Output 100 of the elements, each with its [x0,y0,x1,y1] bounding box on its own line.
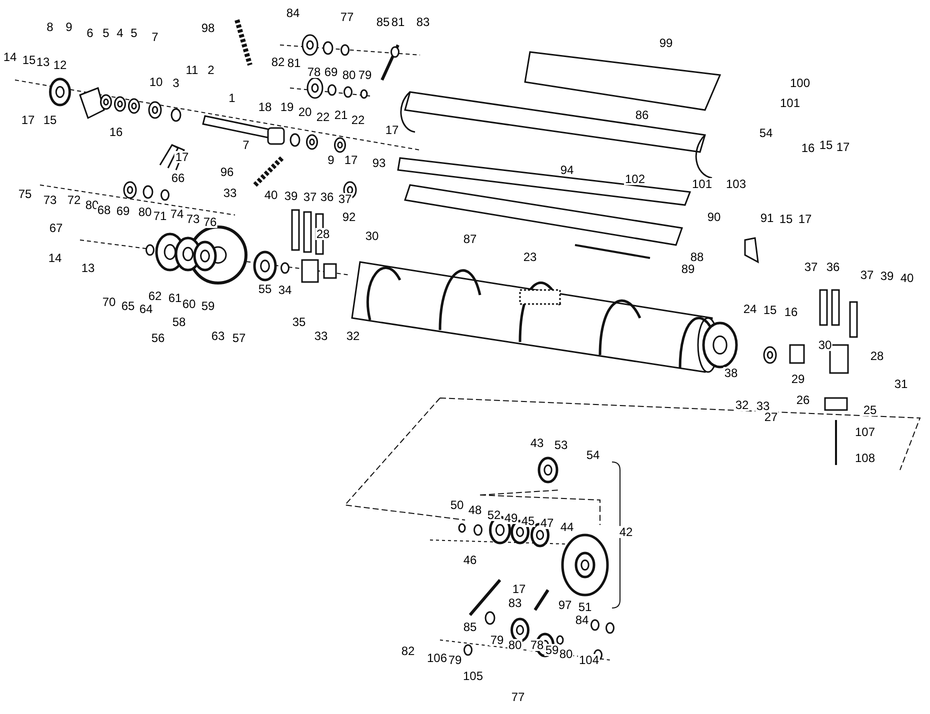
callout-number: 15 [818,139,834,151]
callout-number: 60 [181,298,197,310]
callout-number: 6 [86,27,94,39]
callout-number: 17 [797,213,813,225]
callout-number: 81 [390,16,406,28]
callout-number: 89 [680,263,696,275]
callout-number: 85 [375,16,391,28]
callout-number: 22 [315,111,331,123]
callout-number: 19 [279,101,295,113]
callout-number: 15 [42,114,58,126]
callout-number: 5 [130,27,138,39]
callout-number: 67 [48,222,64,234]
callout-number: 72 [66,194,82,206]
callout-number: 32 [345,330,361,342]
callout-number: 33 [313,330,329,342]
callout-number: 63 [210,330,226,342]
callout-number: 34 [277,284,293,296]
callout-number: 17 [343,154,359,166]
callout-number: 42 [618,526,634,538]
callout-number: 52 [486,509,502,521]
callout-number: 17 [511,583,527,595]
callout-number: 58 [171,316,187,328]
callout-number: 50 [449,499,465,511]
callout-number: 82 [400,645,416,657]
callout-number: 4 [116,27,124,39]
callout-number: 108 [854,452,876,464]
callout-number: 83 [415,16,431,28]
callout-number: 84 [285,7,301,19]
callout-number: 99 [658,37,674,49]
callout-number: 92 [341,211,357,223]
callout-number: 83 [507,597,523,609]
callout-number: 28 [315,228,331,240]
callout-number: 81 [286,57,302,69]
callout-number: 8 [46,21,54,33]
callout-number: 1 [228,92,236,104]
callout-number: 46 [462,554,478,566]
callout-number: 37 [803,261,819,273]
callout-number: 56 [150,332,166,344]
callout-number: 105 [462,670,484,682]
callout-number: 5 [102,27,110,39]
callout-number: 18 [257,101,273,113]
callout-number: 9 [326,154,336,166]
callout-number: 48 [467,504,483,516]
callout-number: 78 [529,639,545,651]
callout-number: 85 [462,621,478,633]
callout-number: 20 [297,106,313,118]
callout-number: 100 [788,77,812,89]
callout-number: 33 [755,400,771,412]
callout-number: 17 [384,124,400,136]
callout-number: 49 [503,512,519,524]
callout-number: 82 [270,56,286,68]
callout-number: 28 [869,350,885,362]
callout-number: 10 [148,76,164,88]
callout-number: 7 [150,31,160,43]
callout-number: 64 [138,303,154,315]
callout-number: 17 [835,141,851,153]
callout-number: 80 [507,639,523,651]
callout-number: 74 [169,208,185,220]
callout-number: 37 [302,191,318,203]
callout-number: 30 [364,230,380,242]
callout-number: 62 [147,290,163,302]
callout-number: 65 [120,300,136,312]
callout-number: 13 [35,56,51,68]
callout-number: 93 [371,157,387,169]
callout-number: 23 [522,251,538,263]
callout-number: 44 [559,521,575,533]
callout-number: 33 [222,187,238,199]
callout-number: 69 [323,66,339,78]
callout-number: 29 [790,373,806,385]
callout-number: 97 [557,599,573,611]
callout-number: 40 [263,189,279,201]
callout-number: 9 [64,21,74,33]
callout-number: 43 [529,437,545,449]
callout-number: 16 [800,142,816,154]
callout-number: 61 [167,292,183,304]
callout-number: 13 [80,262,96,274]
callout-number: 79 [357,69,373,81]
callout-number: 73 [185,213,201,225]
callout-number: 40 [899,272,915,284]
callout-number: 80 [558,648,574,660]
callout-number: 15 [778,213,794,225]
callout-number: 37 [337,193,353,205]
callout-number: 88 [689,251,705,263]
callout-number: 47 [539,517,555,529]
callout-number: 12 [52,59,68,71]
callout-number: 79 [489,634,505,646]
callout-number: 53 [553,439,569,451]
callout-number: 14 [47,252,63,264]
callout-number: 98 [200,22,216,34]
callout-number: 21 [333,109,349,121]
callout-number: 94 [559,164,575,176]
callout-number: 69 [115,205,131,217]
callout-number: 22 [350,114,366,126]
callout-number: 76 [202,216,218,228]
callout-number: 39 [283,190,299,202]
callout-number: 26 [795,394,811,406]
callout-number: 54 [758,127,774,139]
callout-number: 51 [577,601,593,613]
callout-number: 30 [817,339,833,351]
callout-number: 45 [520,515,536,527]
